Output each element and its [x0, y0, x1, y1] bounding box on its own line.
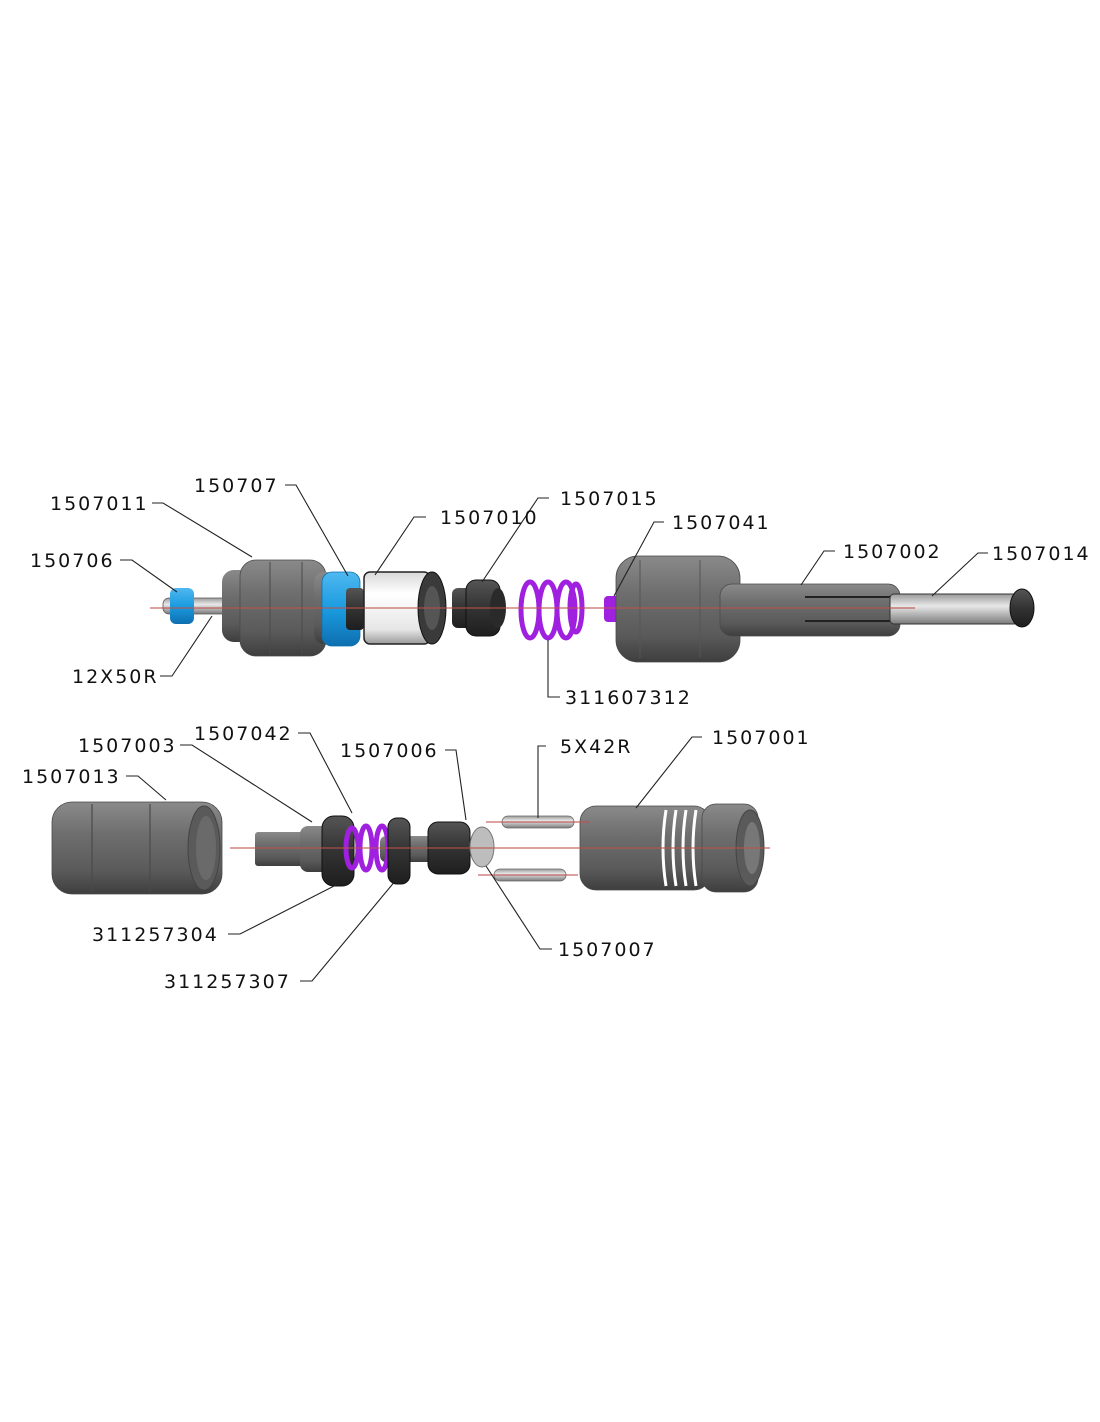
label-311607312: 311607312: [565, 687, 692, 709]
label-1507003: 1507003: [78, 735, 177, 757]
part-1507002-housing: [615, 555, 901, 663]
label-1507013: 1507013: [22, 766, 121, 788]
part-311607312-spring: [518, 579, 585, 641]
label-1507041: 1507041: [672, 512, 771, 534]
label-1507010: 1507010: [440, 507, 539, 529]
label-1507014: 1507014: [992, 543, 1091, 565]
label-1507002: 1507002: [843, 541, 942, 563]
upper-leader-lines: [120, 484, 988, 698]
part-311257307-washer: [387, 817, 411, 885]
label-1507011: 1507011: [50, 493, 149, 515]
part-1507014-rod: [889, 588, 1035, 628]
label-12X50R: 12X50R: [72, 666, 159, 688]
lower-leader-lines: [126, 732, 702, 982]
upper-assembly: [150, 555, 1035, 663]
lower-assembly: [51, 801, 770, 895]
part-1507007-disc: [469, 826, 495, 868]
label-1507042: 1507042: [194, 723, 293, 745]
label-1507007: 1507007: [558, 939, 657, 961]
label-1507001: 1507001: [712, 727, 811, 749]
label-1507006: 1507006: [340, 740, 439, 762]
label-150706: 150706: [30, 550, 115, 572]
label-150707: 150707: [194, 475, 279, 497]
label-311257304: 311257304: [92, 924, 219, 946]
label-5X42R: 5X42R: [560, 736, 632, 758]
label-311257307: 311257307: [164, 971, 291, 993]
part-1507013-sleeve: [51, 801, 223, 895]
label-1507015: 1507015: [560, 488, 659, 510]
